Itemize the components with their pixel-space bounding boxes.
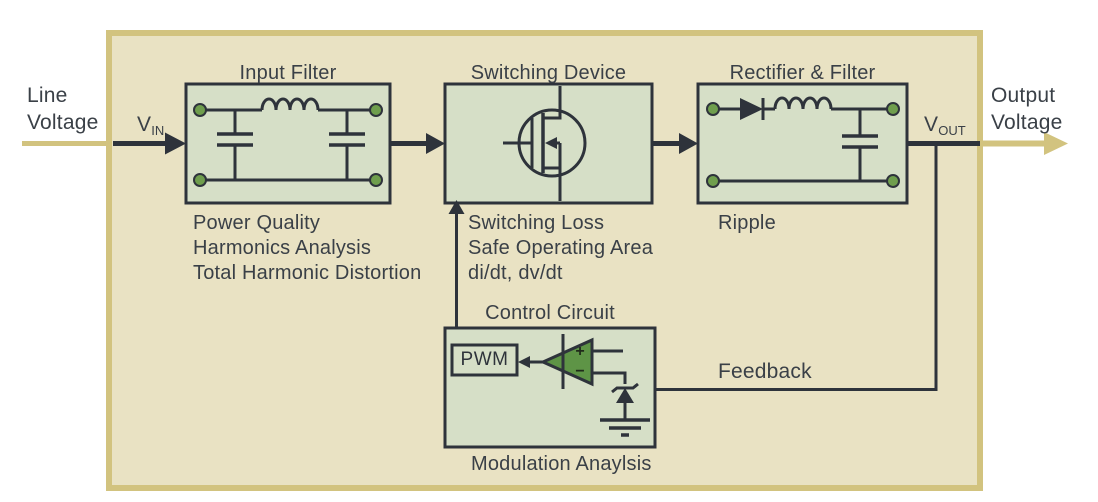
- mosfet-icon: [503, 86, 587, 201]
- control-to-switch-arrow: [448, 200, 465, 328]
- ground-icon: [600, 418, 650, 437]
- filter-to-switch-arrow: [390, 133, 445, 154]
- inductor-icon: [260, 97, 320, 111]
- zener-diode-icon: [611, 382, 639, 420]
- opamp-minus-sign: −: [575, 363, 585, 380]
- inductor-icon: [773, 96, 833, 110]
- rectifier-filter-title: Rectifier & Filter: [729, 62, 876, 84]
- switch-to-rectifier-arrow: [652, 133, 698, 154]
- control-circuit-note: Modulation Anaylsis: [471, 453, 652, 475]
- feedback-line: [655, 145, 938, 391]
- control-circuit-schematic: [450, 334, 650, 437]
- vout-label: VOUT: [924, 113, 966, 138]
- feedback-label: Feedback: [718, 360, 812, 383]
- terminal-dots: [193, 103, 383, 187]
- input-filter-schematic: [193, 97, 383, 187]
- terminal-dots: [706, 102, 900, 188]
- opamp-icon: [539, 334, 594, 389]
- pwm-label: PWM: [460, 349, 509, 370]
- switching-device-title: Switching Device: [470, 62, 627, 84]
- control-circuit-title: Control Circuit: [485, 302, 615, 324]
- capacitor-icon: [329, 110, 365, 180]
- rectifier-filter-schematic: [706, 96, 900, 188]
- pwm-box: [450, 343, 519, 377]
- capacitor-icon: [842, 109, 878, 181]
- capacitor-icon: [217, 110, 253, 180]
- output-voltage-arrow: [980, 132, 1068, 155]
- opamp-plus-sign: +: [575, 343, 585, 360]
- rectifier-filter-notes: Ripple: [718, 212, 776, 234]
- input-filter-title: Input Filter: [239, 62, 337, 84]
- vin-label: VIN: [137, 113, 165, 138]
- vin-arrow: [113, 132, 186, 155]
